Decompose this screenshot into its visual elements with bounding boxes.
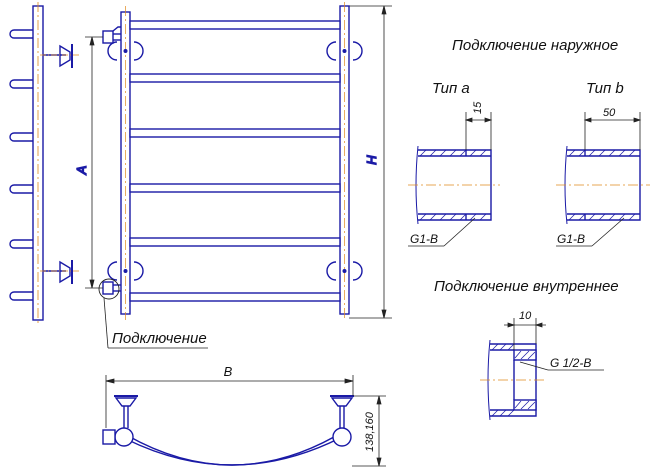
rung (129, 183, 341, 193)
top-view-right-end (330, 395, 354, 447)
dimension-depth (352, 395, 386, 467)
internal-thread-label: G 1/2-B (550, 356, 591, 370)
type-a-dimension-label: 15 (472, 101, 484, 114)
type-a-hatch (419, 149, 487, 221)
rung (129, 73, 341, 83)
type-a-thread-label: G1-B (410, 232, 438, 246)
rung (129, 20, 341, 30)
connection-callout-label: Подключение (112, 330, 207, 347)
side-view-bracket-top (43, 44, 73, 68)
type-b-thread-label: G1-B (557, 232, 585, 246)
type-a-dimension (408, 112, 493, 247)
top-view-left-end (102, 395, 138, 447)
dimension-h (349, 5, 392, 319)
internal-dimension-label: 10 (519, 310, 532, 322)
side-view-bracket-bottom (43, 260, 73, 284)
dimension-b (105, 375, 354, 428)
dimension-a-label: A (74, 166, 89, 176)
internal-dimension (504, 318, 604, 371)
top-view (102, 375, 386, 467)
front-view-top-connection (102, 26, 121, 44)
front-view-bracket-rings (107, 41, 363, 281)
rung (129, 237, 341, 247)
dimension-depth-label: 138,160 (364, 411, 376, 452)
top-view-curved-rung-inner (123, 437, 341, 466)
internal-connection-title: Подключение внутреннее (434, 278, 619, 295)
dimension-h-label: H (364, 155, 379, 165)
front-view: A H (73, 2, 392, 349)
external-connection-title: Подключение наружное (452, 37, 618, 54)
type-b-pipe (564, 145, 641, 225)
rung (129, 292, 341, 302)
type-a-label: Тип a (432, 80, 470, 97)
type-b-hatch (568, 149, 636, 221)
rung (129, 128, 341, 138)
type-b-label: Тип b (586, 80, 624, 97)
connection-detail-marker (98, 278, 120, 300)
type-b-dimension (556, 112, 642, 247)
internal-hatch (491, 343, 536, 417)
dimension-b-label: B (224, 364, 233, 379)
type-b-dimension-label: 50 (603, 107, 616, 119)
front-view-rungs (129, 20, 341, 302)
side-view-rung-stubs (9, 29, 33, 301)
front-view-fixings (123, 49, 347, 273)
top-view-curved-rung (117, 429, 347, 466)
side-view (9, 2, 80, 326)
connection-callout-leader (103, 297, 208, 349)
dimension-a (85, 36, 103, 289)
